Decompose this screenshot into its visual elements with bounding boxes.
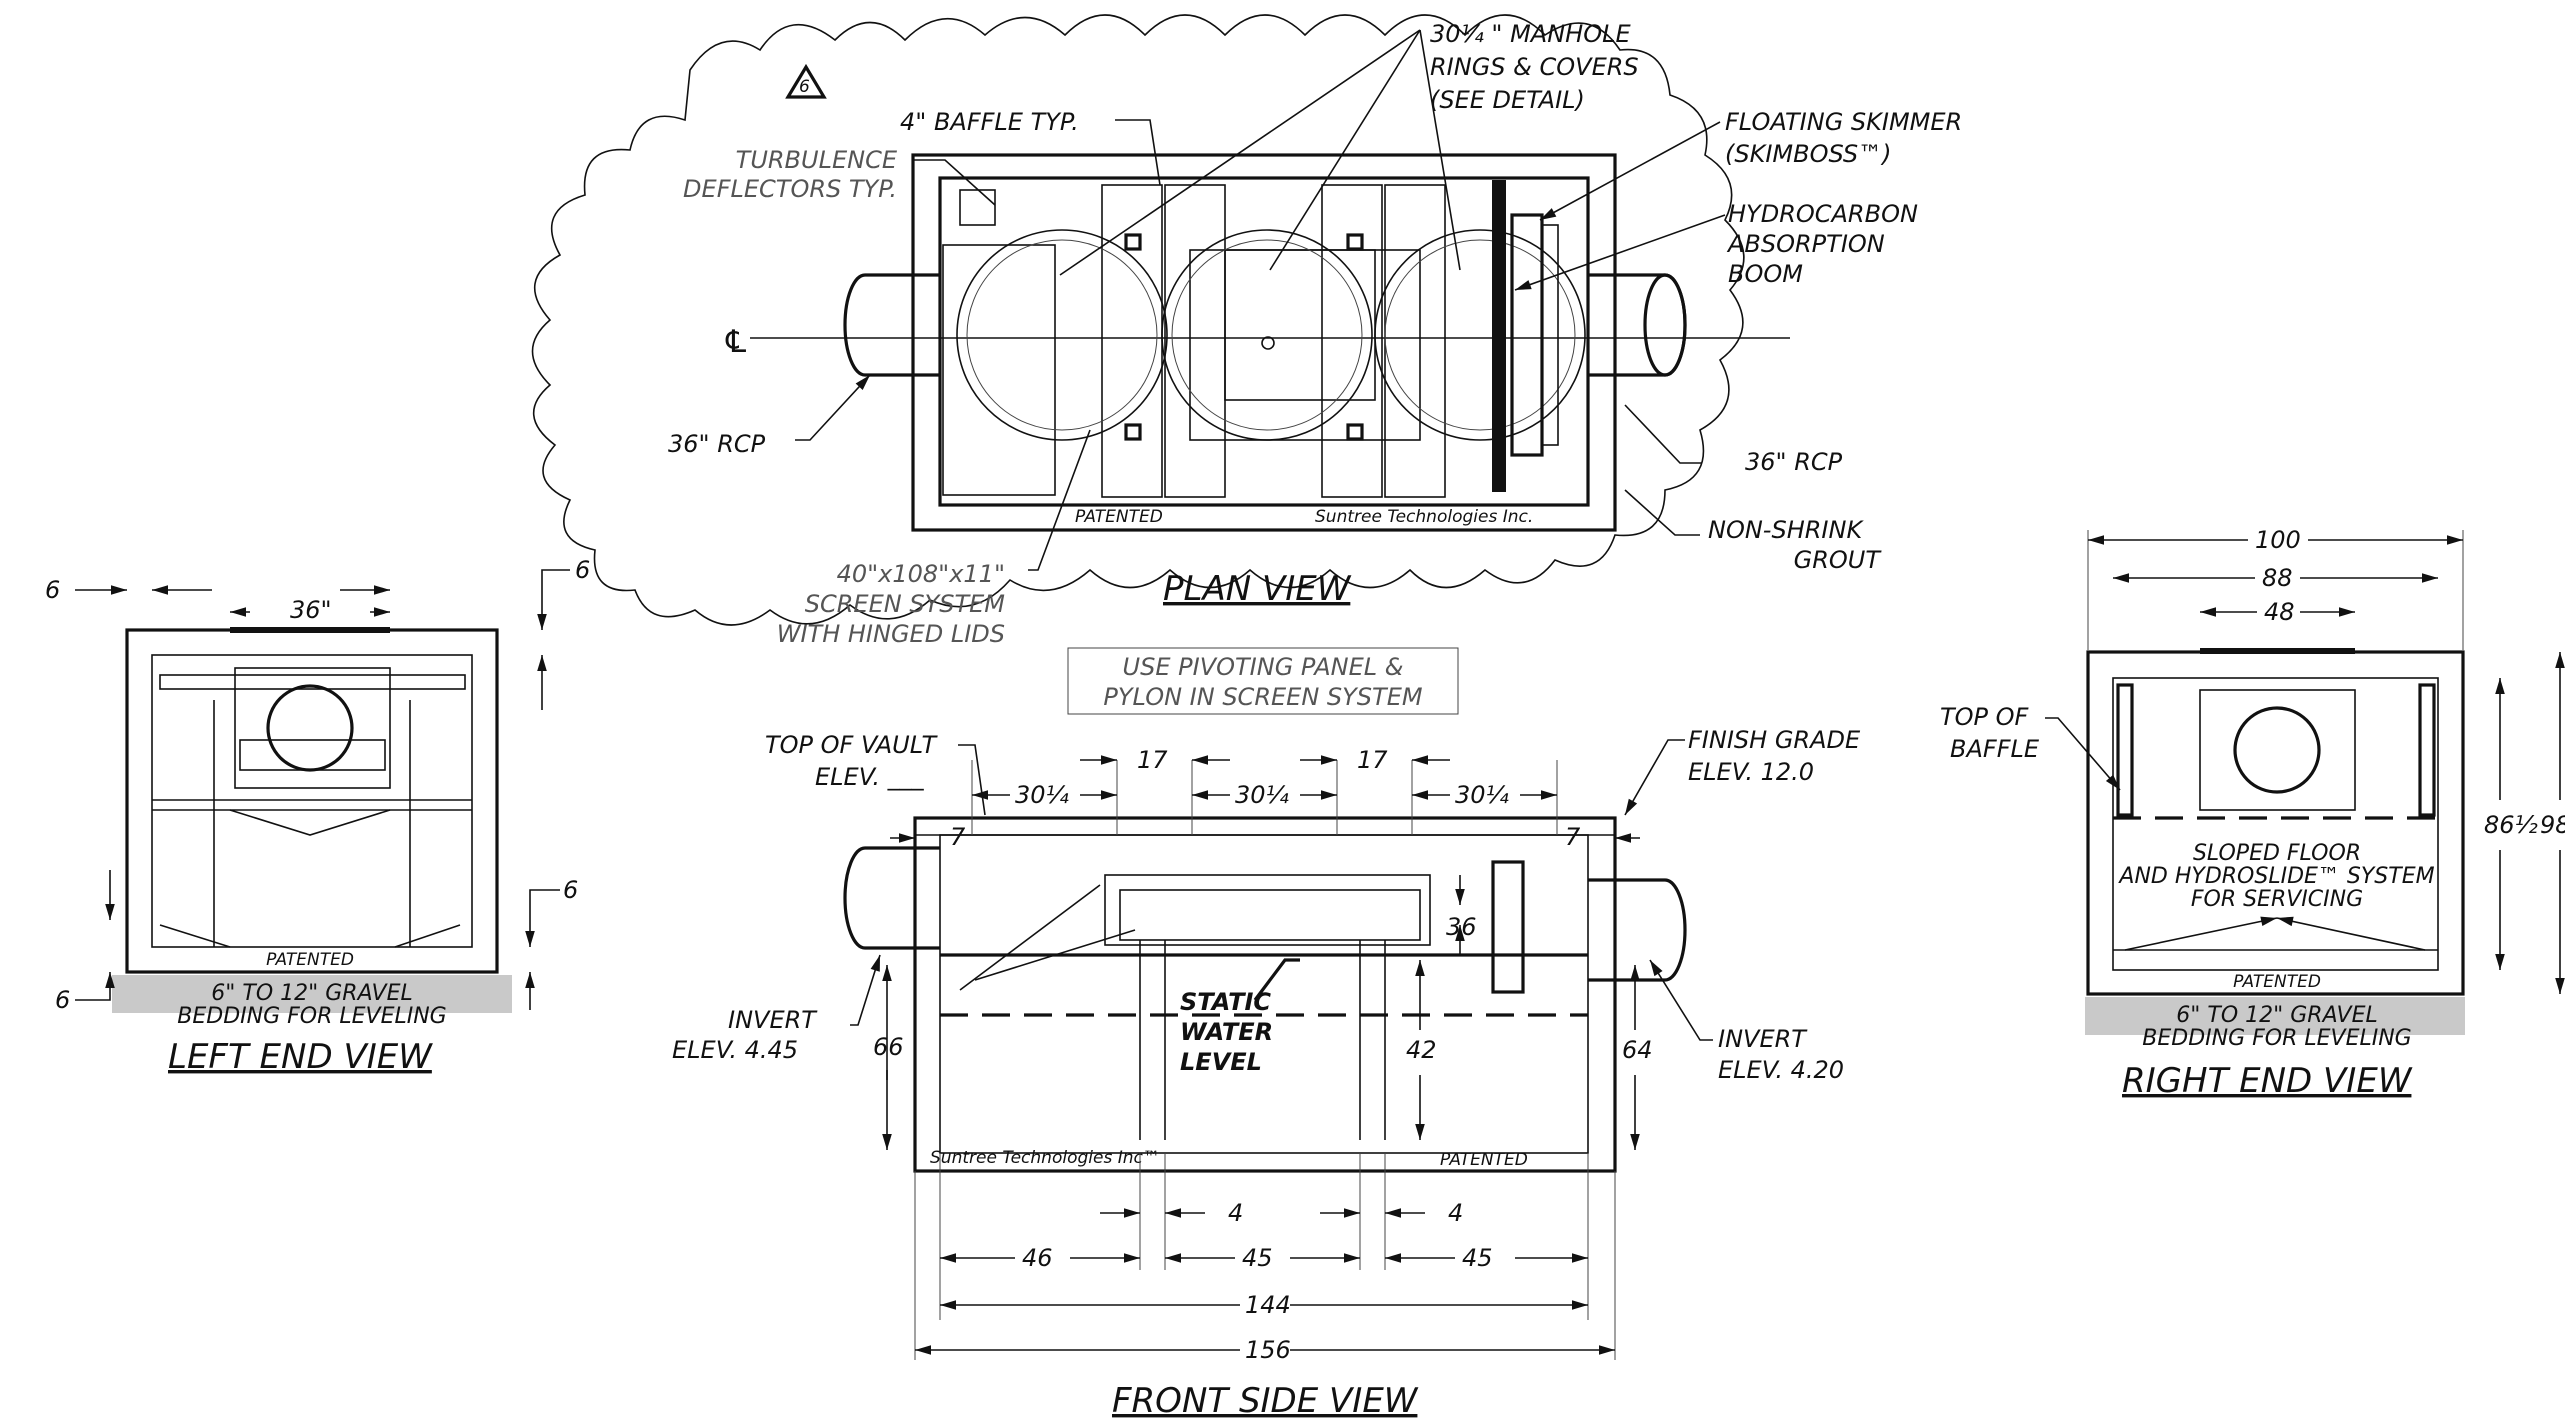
drawing-label: 6 [45,576,60,604]
drawing-label: ABSORPTION [1726,230,1885,258]
drawing-label: 66 [873,1033,904,1061]
drawing-label: NON-SHRINK [1708,516,1864,544]
drawing-label: SLOPED FLOOR [2193,841,2361,866]
front-side-view: 30¼ 17 30¼ 17 30¼ 7 7 TOP OF VAULT ELEV.… [672,726,1861,1421]
drawing-label: 36" [290,596,332,624]
drawing-label: 36" RCP [668,430,766,458]
drawing-label: USE PIVOTING PANEL & [1123,653,1404,681]
drawing-label: 48 [2264,598,2295,626]
drawing-label: FINISH GRADE [1688,726,1861,754]
drawing-label: WATER [1180,1018,1273,1046]
left-end-view-title: LEFT END VIEW [168,1037,433,1077]
drawing-label: 30¼ [1015,781,1069,809]
drawing-label: BEDDING FOR LEVELING [177,1004,446,1029]
drawing-label: BAFFLE [1950,735,2040,763]
drawing-label: INVERT [728,1006,818,1034]
drawing-label: 4 [1228,1199,1243,1227]
drawing-label: RINGS & COVERS [1430,53,1639,81]
right-vault-outline [2086,650,2465,996]
drawing-label: WITH HINGED LIDS [777,620,1005,648]
drawing-label: 30¼ " MANHOLE [1430,20,1631,48]
drawing-label: 40"x108"x11" [837,560,1005,588]
drawing-label: ELEV. 4.45 [672,1036,798,1064]
turbulence-note: TURBULENCE [736,146,898,174]
drawing-label: 6" TO 12" GRAVEL [211,981,412,1006]
drawing-label: BOOM [1728,260,1803,288]
plan-view-title: PLAN VIEW [1163,569,1352,609]
revision-number: 6 [799,77,810,97]
centerline-symbol: ℄ [722,324,750,360]
baffle-note: 4" BAFFLE TYP. [900,108,1079,136]
drawing-label: 156 [1245,1336,1291,1364]
left-end-view: PATENTED 6" TO 12" GRAVEL BEDDING FOR LE… [45,556,590,1077]
drawing-label: 45 [1462,1244,1493,1272]
drawing-label: Suntree Technologies Inc™ [930,1148,1160,1168]
drawing-label: 36" RCP [1745,448,1843,476]
drawing-label: AND HYDROSLIDE™ SYSTEM [2117,864,2434,889]
drawing-label: PATENTED [1440,1150,1528,1170]
static-water-label: STATIC [1180,988,1271,1016]
drawing-label: 86½ [2484,811,2538,839]
drawing-label: ELEV. 4.20 [1718,1056,1844,1084]
drawing-label: SCREEN SYSTEM [805,590,1006,618]
drawing-label: 6 [575,556,590,584]
plan-view: 6 [531,14,1962,715]
left-vault-outline [125,628,499,974]
drawing-label: 4 [1448,1199,1463,1227]
drawing-label: TOP OF VAULT [765,731,938,759]
drawing-label: PATENTED [266,950,354,970]
drawing-label: 100 [2255,526,2301,554]
plan-vault-outline [911,153,1617,532]
drawing-label: 98 [2540,811,2565,839]
drawing-label: 7 [950,823,966,851]
drawing-label: 88 [2262,564,2293,592]
right-end-view-title: RIGHT END VIEW [2122,1061,2413,1101]
front-vault-outline [913,816,1617,1173]
outlet-pipe [1588,273,1687,377]
revision-cloud [531,14,1745,626]
drawing-label: PATENTED [2233,972,2321,992]
manhole-circle-3 [1374,229,1586,441]
drawing-label: DEFLECTORS TYP. [683,175,897,203]
manhole-circle-2 [1161,229,1373,441]
drawing-label: 42 [1406,1036,1437,1064]
drawing-label: 6" TO 12" GRAVEL [2176,1003,2377,1028]
drawing-label: (SEE DETAIL) [1430,86,1585,114]
drawing-label: PYLON IN SCREEN SYSTEM [1103,683,1422,711]
drawing-label: BEDDING FOR LEVELING [2142,1026,2411,1051]
drawing-label: FLOATING SKIMMER [1725,108,1962,136]
drawing-label: ELEV. ___ [815,763,925,791]
drawing-label: 36 [1446,913,1477,941]
drawing-label: 64 [1622,1036,1653,1064]
drawing-label: Suntree Technologies Inc. [1315,507,1533,527]
drawing-label: GROUT [1794,546,1883,574]
inlet-pipe [843,273,940,377]
drawing-label: 17 [1357,746,1388,774]
drawing-label: 30¼ [1455,781,1509,809]
drawing-label: FOR SERVICING [2191,887,2363,912]
drawing-label: 45 [1242,1244,1273,1272]
drawing-label: 46 [1022,1244,1053,1272]
drawing-label: PATENTED [1075,507,1163,527]
drawing-label: (SKIMBOSS™) [1725,140,1891,168]
drawing-label: ELEV. 12.0 [1688,758,1814,786]
drawing-label: INVERT [1718,1025,1808,1053]
drawing-label: LEVEL [1180,1048,1262,1076]
drawing-label: HYDROCARBON [1728,200,1918,228]
drawing-label: 17 [1137,746,1168,774]
drawing-label: 6 [55,986,70,1014]
drawing-label: 144 [1245,1291,1291,1319]
right-end-view: SLOPED FLOOR AND HYDROSLIDE™ SYSTEM FOR … [1940,526,2565,1101]
drawing-label: 7 [1565,823,1581,851]
drawing-label: 6 [563,876,578,904]
manhole-circle-1 [956,229,1168,441]
drawing-label: 30¼ [1235,781,1289,809]
front-side-view-title: FRONT SIDE VIEW [1112,1381,1419,1421]
floating-skimmer [1492,180,1506,492]
drawing-label: TOP OF [1940,703,2030,731]
revision-triangle-icon [785,63,827,99]
